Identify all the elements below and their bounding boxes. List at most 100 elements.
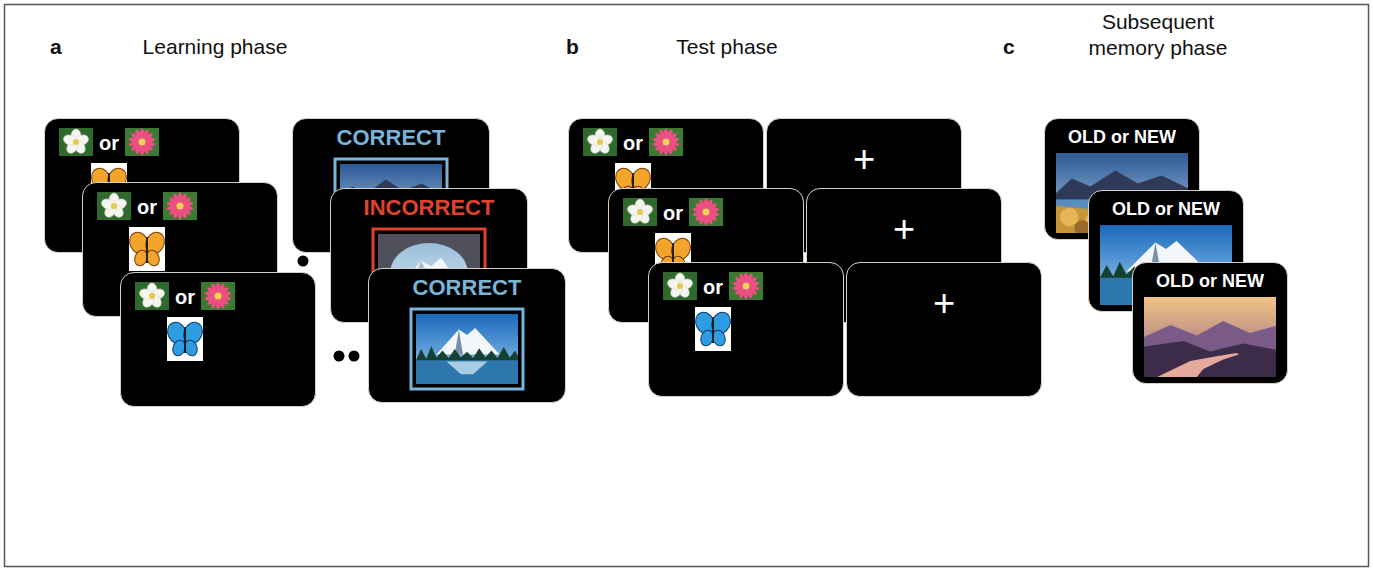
pink-flower [729,272,763,300]
flower-ground [729,272,763,300]
flower-center [73,139,79,145]
pink-flower [201,282,235,310]
label-box: b [566,34,596,60]
white-flower [663,272,697,300]
white-flower [59,128,93,156]
panel-title: Test phase [676,35,778,58]
panel-title: Subsequent memory phase [1089,10,1228,59]
tree-line [416,346,518,361]
feedback-text: CORRECT [337,124,446,152]
sky [416,314,518,384]
flower-center [703,209,710,216]
flower-ground [623,198,657,226]
flower-ground [163,192,197,220]
pink-flower [689,198,723,226]
flower-center [111,203,117,209]
butterfly [126,229,168,267]
river [1157,353,1239,377]
sequence-dot [349,351,360,362]
cue-screen: or [120,272,316,407]
choice-word: or [99,131,119,155]
screen-art [649,263,843,396]
flower-center [597,139,603,145]
label-box: Learning phase [115,34,315,60]
panel-letter: b [566,35,579,58]
flower-ground [663,272,697,300]
choice-word: or [623,131,643,155]
fixation-cross: + [893,207,915,251]
feedback-frame [411,309,523,389]
flower-ground [201,282,235,310]
body [712,317,714,343]
body [146,237,148,263]
fixation-cross: + [853,137,875,181]
flower-ground [583,128,617,156]
pink-flower [649,128,683,156]
choice-word: or [137,195,157,219]
body [184,327,186,353]
shrub [1060,208,1078,226]
reflection [447,362,488,375]
fixation-screen: + [846,262,1042,397]
flower-ground [59,128,93,156]
prompt-text: OLD or NEW [1068,125,1176,149]
flower-ground [135,282,169,310]
flower-center [215,293,222,300]
feedback-text: CORRECT [413,274,522,302]
outer-border [5,5,1369,567]
white-flower [583,128,617,156]
sky [1144,297,1276,377]
flower-center [663,139,670,146]
petal [626,203,642,217]
near-hills [1144,341,1276,377]
cue-screen: or [648,262,844,397]
flower-center [677,283,683,289]
feedback-screen: CORRECT [368,268,566,403]
label-box: a [50,34,80,60]
flower-ground [97,192,131,220]
white-flower [135,282,169,310]
petal [62,133,78,147]
flower-ground [125,128,159,156]
panel-letter: c [1003,35,1015,58]
screen-art [121,273,315,406]
choice-word: or [703,275,723,299]
memory-test-screen: OLD or NEW [1132,262,1288,384]
snow-mountain [436,328,499,355]
label-box: c [1003,34,1033,60]
flower-center [637,209,643,215]
sequence-dot [334,351,345,362]
panel-letter: a [50,35,62,58]
choice-word: or [175,285,195,309]
butterfly [692,309,734,347]
flower-center [743,283,750,290]
far-hills [1144,321,1276,377]
petal [586,133,602,147]
sequence-dot [298,256,309,267]
petal [138,287,154,301]
panel-title: Learning phase [143,35,288,58]
white-flower [623,198,657,226]
petal [100,197,116,211]
pink-flower [125,128,159,156]
feedback-text: INCORRECT [364,194,495,222]
flower-center [177,203,184,210]
pink-flower [163,192,197,220]
landscape-photo [416,314,518,384]
label-box: Test phase [627,34,827,60]
flower-center [139,139,146,146]
choice-word: or [663,201,683,225]
flower-ground [689,198,723,226]
petal [666,277,682,291]
fixation-cross: + [933,281,955,325]
butterfly [164,319,206,357]
label-box: Subsequent memory phase [1073,9,1243,61]
flower-ground [649,128,683,156]
flower-center [149,293,155,299]
white-flower [97,192,131,220]
lake [416,360,518,384]
prompt-text: OLD or NEW [1156,269,1264,293]
landscape-photo [1144,297,1276,377]
prompt-text: OLD or NEW [1112,197,1220,221]
